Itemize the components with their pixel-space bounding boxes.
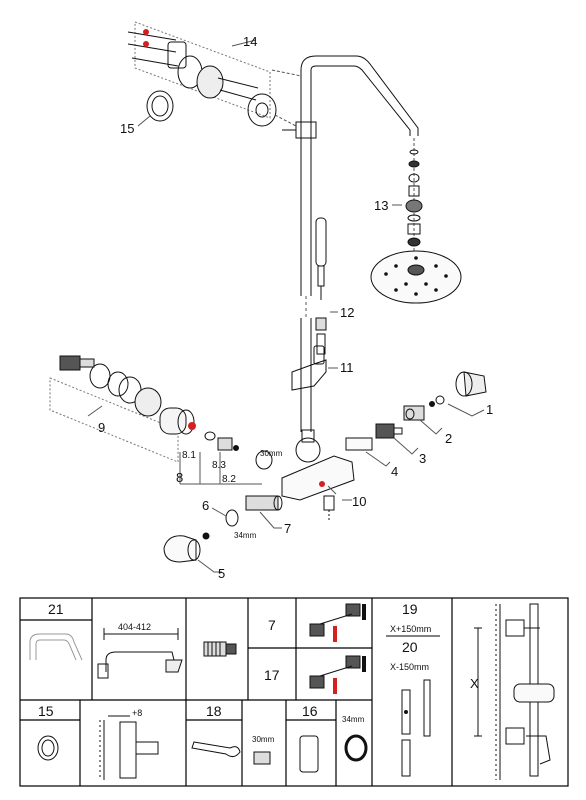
wall-rosette-inner: [255, 102, 269, 118]
callout-13: 13: [374, 198, 388, 213]
screw: [143, 29, 149, 35]
bracket-plate: [167, 41, 187, 69]
callout-8-2: 8.2: [222, 474, 236, 485]
label-x-plus-150: X+150mm: [390, 624, 431, 634]
riser-extension-thumbnail: [401, 679, 431, 777]
table-cell-21: 21: [48, 601, 64, 617]
table-cell-18: 18: [206, 703, 222, 719]
callout-5: 5: [218, 566, 225, 581]
table-cell-7: 7: [268, 617, 276, 633]
callout-2: 2: [445, 431, 452, 446]
callout-8-3: 8.3: [212, 460, 226, 471]
dimension-404-412: 404-412: [118, 622, 151, 632]
bracket-cap: [196, 65, 224, 99]
table-cell-20: 20: [402, 639, 418, 655]
arm-length-dimension: [97, 628, 183, 679]
callout-11: 11: [340, 360, 354, 375]
wall-plane-top: [134, 21, 271, 119]
head-shower-parts: [392, 138, 423, 255]
table-cell-16: 16: [302, 703, 318, 719]
shower-arm-thumbnail: [29, 633, 83, 661]
callout-7: 7: [284, 521, 291, 536]
hand-shower: [315, 217, 338, 355]
callout-9: 9: [98, 420, 105, 435]
nut-30mm-thumbnail: [253, 751, 271, 765]
dimension-34mm-table: 34mm: [342, 715, 365, 724]
installation-height-diagram: [474, 603, 555, 780]
table-cell-19: 19: [402, 601, 418, 617]
cartridge-16-thumbnail: [299, 735, 319, 773]
screw: [143, 41, 149, 47]
table-cell-17: 17: [264, 667, 280, 683]
callout-10: 10: [352, 494, 366, 509]
dimension-34mm: 34mm: [234, 531, 257, 540]
cover-ring-15: [137, 90, 174, 127]
wall-rosette: [247, 93, 277, 127]
small-parts-8: [179, 422, 273, 485]
hose-nut: [315, 317, 327, 331]
callout-6: 6: [202, 498, 209, 513]
dimension-30mm: 30mm: [260, 449, 283, 458]
callout-12: 12: [340, 305, 354, 320]
table-cell-15: 15: [38, 703, 54, 719]
callout-14: 14: [243, 34, 257, 49]
wrench-thumbnail: [191, 741, 241, 758]
cover-ring-thumbnail: [37, 735, 59, 761]
cartridge-thumbnail: [203, 641, 237, 657]
riser-pipe: [271, 55, 419, 432]
riser-clamp: [295, 121, 317, 139]
connection-set-left: [49, 355, 195, 463]
ring-34mm-thumbnail: [344, 734, 368, 762]
label-x-minus-150: X-150mm: [390, 662, 429, 672]
head-shower: [370, 250, 462, 304]
callout-3: 3: [419, 451, 426, 466]
spare-parts-table: [19, 597, 569, 787]
callout-8-1: 8.1: [182, 450, 196, 461]
callout-15: 15: [120, 121, 134, 136]
thermostat-body: [281, 429, 355, 520]
callout-1: 1: [486, 402, 493, 417]
handle-set-thumbnail: [309, 603, 366, 694]
label-x: X: [470, 676, 479, 691]
dimension-30mm-table: 30mm: [252, 735, 275, 744]
wall-offset-thumbnail: [99, 715, 159, 780]
right-side-parts: [345, 371, 487, 467]
shower-arm: [300, 55, 419, 136]
slider-11: [291, 345, 338, 391]
label-plus-8: +8: [132, 708, 142, 718]
callout-4: 4: [391, 464, 398, 479]
wall-bracket-set: [127, 21, 277, 127]
lower-parts: [163, 495, 283, 573]
callout-8: 8: [176, 470, 183, 485]
